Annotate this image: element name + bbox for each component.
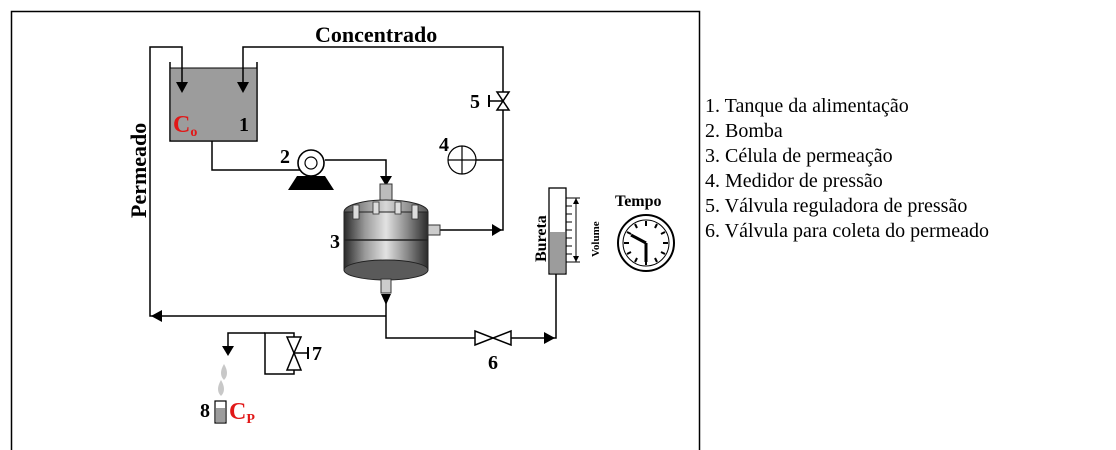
pressure-gauge (447, 145, 477, 175)
legend-item: 2. Bomba (705, 120, 783, 142)
time-label: Tempo (615, 193, 662, 210)
vial-number: 8 (200, 400, 210, 422)
legend-item: 5. Válvula reguladora de pressão (705, 195, 968, 217)
valve-5-number: 5 (470, 91, 480, 113)
cell-number: 3 (330, 231, 340, 253)
permeate-collection-line (227, 274, 557, 375)
arrow-down-sample (222, 346, 234, 356)
vial-cp-label: CP (229, 399, 255, 427)
arrow-right-to-burette (544, 332, 555, 344)
sample-valve (285, 336, 309, 371)
arrow-down-tank-a (176, 82, 188, 93)
volume-label: Volume (590, 221, 602, 257)
sample-vial (214, 400, 227, 424)
arrow-down-tank-b (237, 82, 249, 93)
legend-item: 4. Medidor de pressão (705, 170, 883, 192)
arrow-left-permeate (151, 310, 162, 322)
tank-number: 1 (239, 114, 249, 136)
valve-6-number: 6 (488, 352, 498, 374)
clock-icon (617, 214, 675, 272)
collection-valve (474, 329, 512, 347)
legend-item: 1. Tanque da alimentação (705, 95, 909, 117)
permeate-label: Permeado (126, 123, 151, 218)
arrow-down-cell-inlet (380, 176, 392, 186)
pump-outlet-pipe (325, 159, 387, 178)
regulating-valve (488, 91, 511, 111)
diagram-frame (10, 10, 701, 450)
arrow-into-cell (492, 224, 502, 236)
burette-label: Bureta (533, 215, 550, 262)
tank-c0-label: Co (173, 112, 197, 140)
valve-7-number: 7 (312, 343, 322, 365)
legend-item: 6. Válvula para coleta do permeado (705, 220, 989, 242)
permeation-cell (343, 183, 441, 294)
feed-tank (169, 62, 258, 142)
burette (548, 187, 580, 275)
permeate-droplets (218, 364, 227, 396)
concentrate-label: Concentrado (315, 22, 437, 47)
component-legend: 1. Tanque da alimentação 2. Bomba 3. Cél… (705, 94, 989, 244)
pump (288, 149, 334, 190)
pump-number: 2 (280, 146, 290, 168)
arrow-down-cell-outlet (381, 294, 391, 305)
gauge-number: 4 (439, 134, 449, 156)
legend-item: 3. Célula de permeação (705, 145, 893, 167)
concentrate-line (149, 46, 504, 317)
pump-inlet-pipe (211, 141, 305, 171)
